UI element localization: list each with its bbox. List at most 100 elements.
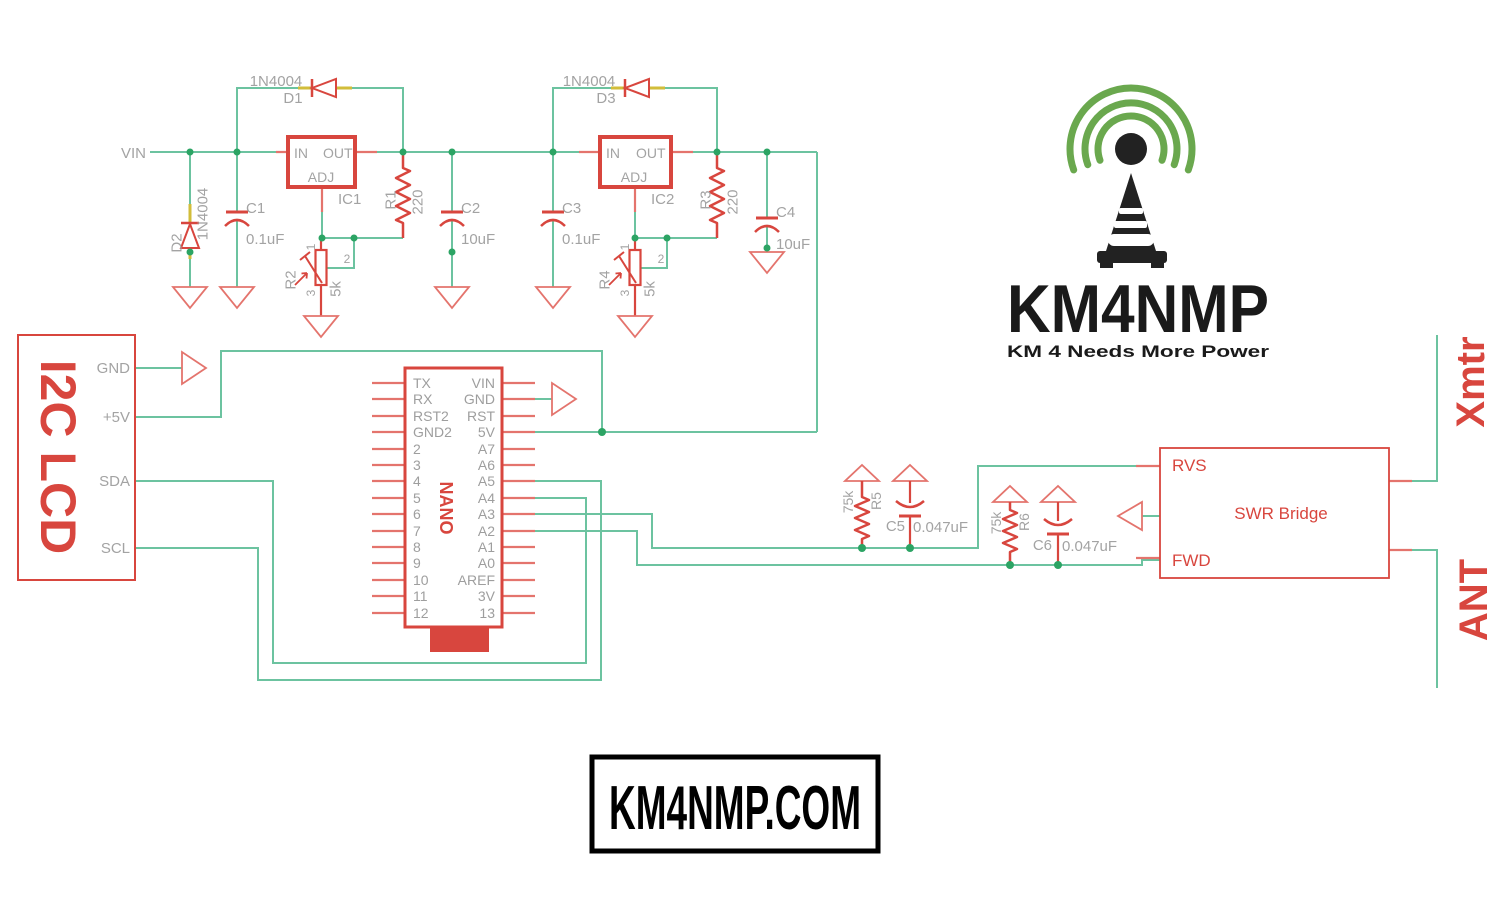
website-text: KM4NMP.COM	[609, 774, 861, 843]
gnd-swr	[1116, 500, 1143, 532]
gnd-c1	[218, 286, 256, 310]
nano-pin-a1: A1	[478, 539, 495, 555]
net-d3-bypass	[552, 87, 718, 152]
nano-pin-3v: 3V	[478, 588, 496, 604]
r2-pin2-label: 2	[344, 252, 351, 266]
r4-pin2-label: 2	[658, 252, 665, 266]
nano-pin-tx: TX	[413, 375, 432, 391]
nano-pin-5v: 5V	[478, 424, 496, 440]
r4-val-label: 5k	[642, 281, 659, 297]
lcd-module: I2C LCD GND +5V SDA SCL	[17, 334, 136, 581]
gnd-c5	[890, 463, 930, 482]
tower-stripe	[1114, 221, 1147, 228]
ic1-pin-in-label: IN	[294, 145, 308, 161]
gnd-c4	[748, 251, 786, 275]
lcd-pin-5v: +5V	[103, 409, 130, 426]
gnd-c2	[433, 286, 471, 310]
nano-pin-4: 4	[413, 473, 421, 489]
r5-ref-label: R5	[868, 492, 884, 510]
net-sda-a4	[135, 480, 587, 664]
net-vin-rail	[150, 151, 818, 432]
nano-pin-rst: RST	[467, 408, 495, 424]
r2-val-label: 5k	[328, 281, 345, 297]
regulator-2: IN OUT ADJ IC2 1N4004 D3 C3 0.1uF R3 220	[540, 73, 810, 316]
ic2-pin-adj-label: ADJ	[621, 169, 647, 185]
diode-d3: 1N4004 D3	[563, 73, 665, 107]
antenna-tower-icon	[1097, 173, 1167, 268]
nano-pin-7: 7	[413, 523, 421, 539]
tower-base	[1097, 251, 1167, 263]
r6-body	[1001, 502, 1019, 565]
ic1-ref-label: IC1	[338, 191, 361, 208]
ic2-pin-in-label: IN	[606, 145, 620, 161]
nano-pin-gnd: GND	[464, 391, 495, 407]
vin-label: VIN	[121, 145, 146, 162]
antenna-dot-icon	[1115, 133, 1147, 165]
d2-triangle	[179, 221, 201, 249]
tower-foot	[1151, 263, 1164, 268]
nano-pin-10: 10	[413, 572, 429, 588]
junction-dot	[350, 234, 358, 242]
c4-curve	[754, 224, 780, 233]
d2-part-label: 1N4004	[195, 188, 212, 241]
c1-curve	[224, 218, 250, 227]
tower-stripe	[1108, 234, 1154, 246]
nano-left-pin-labels: TX RX RST2 GND2 2 3 4 5 6 7 8 9 10 11 12	[413, 375, 452, 621]
net-d1-bypass	[236, 87, 404, 152]
c1-ref-label: C1	[246, 200, 265, 217]
nano-pin-8: 8	[413, 539, 421, 555]
lcd-title: I2C LCD	[30, 360, 86, 554]
r4-pin3-label: 3	[618, 289, 632, 296]
c2-curve	[439, 218, 465, 227]
c1-val-label: 0.1uF	[246, 231, 284, 248]
junction-dot	[663, 234, 671, 242]
xmtr-label: Xmtr	[1449, 336, 1493, 427]
net-adj2	[634, 212, 717, 239]
nano-pin-a4: A4	[478, 490, 495, 506]
ic2-ref-label: IC2	[651, 191, 674, 208]
r2-wiper-arrow	[299, 251, 323, 284]
c4-val-label: 10uF	[776, 236, 810, 253]
pin-stubs	[276, 150, 1412, 615]
net-a2-fwd	[535, 530, 1160, 566]
nano-pin-vin: VIN	[472, 375, 495, 391]
junction-dot	[598, 428, 606, 436]
net-pot1-wiper	[327, 238, 355, 269]
d1-triangle	[309, 77, 337, 99]
nano-pin-12: 12	[413, 605, 429, 621]
junction-dot	[186, 148, 194, 156]
r4-body	[628, 248, 642, 287]
r1-ref-label: R1	[383, 190, 400, 209]
r4-ref-label: R4	[597, 270, 614, 289]
ic1-body	[286, 135, 357, 189]
nano-pin-2: 2	[413, 441, 421, 457]
gnd-r2	[302, 315, 340, 339]
website-box	[589, 754, 881, 854]
lcd-pin-gnd: GND	[97, 360, 131, 377]
junction-dot	[1006, 561, 1014, 569]
r4-adjust-arrow	[608, 272, 622, 286]
c3-val-label: 0.1uF	[562, 231, 600, 248]
c6-curve	[1043, 518, 1073, 527]
ic2-stubs	[579, 150, 693, 212]
net-scl-a5	[135, 480, 602, 681]
junction-dot	[906, 544, 914, 552]
r3-val-label: 220	[725, 189, 742, 214]
r2-body	[314, 248, 328, 287]
c6-ref-label: C6	[1033, 537, 1052, 554]
gnd-c6	[1038, 484, 1078, 503]
lcd-pin-sda: SDA	[99, 473, 130, 490]
r6-val-label: 75k	[988, 511, 1004, 535]
r6-ref-label: R6	[1016, 513, 1032, 531]
nano-pin-a2: A2	[478, 523, 495, 539]
junction-dot	[763, 244, 771, 252]
gnd-r4	[616, 315, 654, 339]
c3-curve	[540, 218, 566, 227]
logo-tagline: KM 4 Needs More Power	[1007, 342, 1269, 361]
c3-ref-label: C3	[562, 200, 581, 217]
r4-pin1-label: 1	[618, 243, 632, 250]
cap-c3: C3 0.1uF	[540, 200, 600, 248]
nets	[135, 87, 1438, 688]
ic2-body	[598, 135, 673, 189]
